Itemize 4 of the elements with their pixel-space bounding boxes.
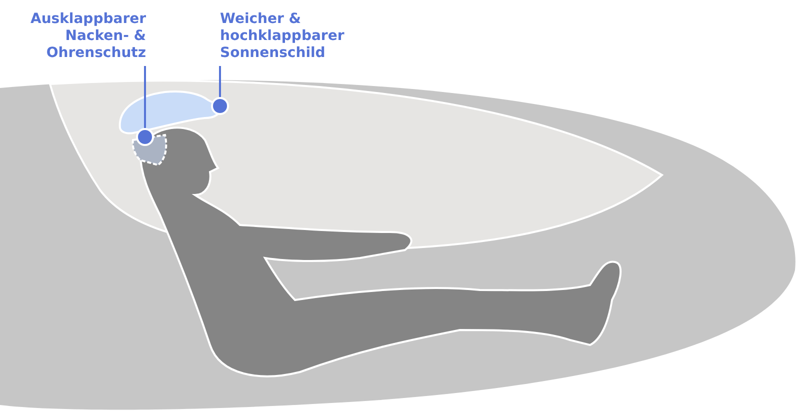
leader-line	[136, 66, 154, 146]
callout-label: Weicher & hochklappbarer Sonnenschild	[220, 11, 360, 62]
callout-label: Ausklappbarer Nacken- & Ohrenschutz	[20, 11, 146, 62]
leader-line	[211, 66, 229, 115]
